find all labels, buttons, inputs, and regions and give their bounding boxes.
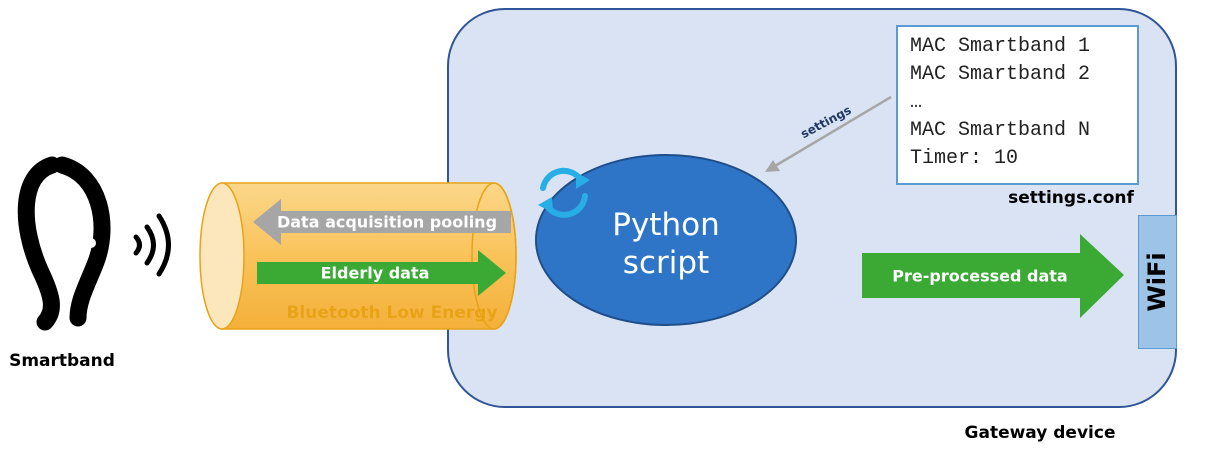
ble-label: Bluetooth Low Energy <box>286 303 498 323</box>
python-script-node <box>535 154 797 326</box>
python-script-label: Python script <box>612 206 719 282</box>
python-script-line-1: Python <box>612 207 720 243</box>
settings-line-3: … <box>910 91 923 114</box>
settings-line-1: MAC Smartband 1 <box>910 35 1091 58</box>
wifi-module <box>1138 215 1177 349</box>
settings-line-2: MAC Smartband 2 <box>910 63 1091 86</box>
settings-file-box: MAC Smartband 1 MAC Smartband 2 … MAC Sm… <box>896 25 1139 185</box>
smartband-icon <box>17 156 111 331</box>
python-script-line-2: script <box>622 245 710 281</box>
smartband-label: Smartband <box>9 351 115 371</box>
wireless-signal-icon <box>133 213 171 277</box>
pre-processed-data-arrow <box>862 234 1124 318</box>
gateway-device-label: Gateway device <box>964 423 1116 443</box>
data-acquisition-label: Data acquisition pooling <box>276 212 498 232</box>
refresh-cycle-icon <box>538 167 590 218</box>
settings-line-4: MAC Smartband N <box>910 119 1091 142</box>
settings-line-5: Timer: 10 <box>910 147 1019 170</box>
settings-file-name: settings.conf <box>1008 188 1134 208</box>
wifi-label: WiFi <box>1143 252 1171 312</box>
settings-arrow <box>765 95 892 172</box>
data-acquisition-arrow <box>253 199 511 245</box>
elderly-data-arrow <box>257 250 506 296</box>
elderly-data-label: Elderly data <box>320 263 430 283</box>
pre-processed-data-label: Pre-processed data <box>892 266 1068 286</box>
